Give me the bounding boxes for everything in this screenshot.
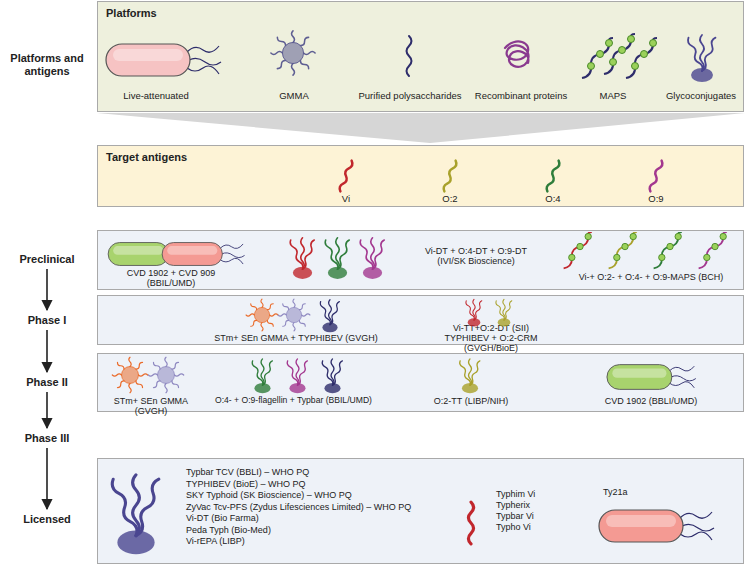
section-label: Platforms and antigens bbox=[3, 52, 91, 78]
stage-box: CVD 1902 + CVD 909 (BBIL/UMD) Vi-DT + O:4… bbox=[97, 230, 744, 290]
item-text: O:4- + O:9-flagellin + Typbar (BBIL/UMD) bbox=[191, 396, 396, 406]
item-text: O:4 bbox=[533, 194, 573, 205]
stage-arrow bbox=[46, 392, 48, 428]
item-text: O:2 bbox=[430, 194, 470, 205]
stage-box: Typbar TCV (BBLI) – WHO PQ TYPHIBEV (BioE… bbox=[97, 458, 744, 564]
item-text: MAPS bbox=[583, 91, 643, 102]
item-text: O:9 bbox=[636, 194, 676, 205]
stage-name: Phase III bbox=[3, 432, 91, 445]
stage-name: Phase I bbox=[3, 314, 91, 327]
item-text: Vi-rEPA (LIBP) bbox=[186, 536, 486, 546]
item-text: STm+ SEn GMMA (GVGH) bbox=[101, 396, 201, 417]
item-text: GMMA bbox=[254, 91, 334, 102]
item-text: Glycoconjugates bbox=[661, 91, 741, 102]
stage-name: Preclinical bbox=[3, 253, 91, 266]
platforms-box: PlatformsLive-attenuated GMMA Purified pol… bbox=[97, 1, 744, 112]
item-text: STm+ SEn GMMA + TYPHIBEV (GVGH) bbox=[206, 333, 386, 343]
stage-arrow bbox=[46, 448, 48, 509]
stage-box: STm+ SEn GMMA + TYPHIBEV (GVGH) Vi-TT+O:2… bbox=[97, 295, 744, 345]
item-text: Vi-DT (Bio Farma) bbox=[186, 513, 486, 523]
item-text: TYPHIBEV (BioE) – WHO PQ bbox=[186, 479, 486, 489]
stage-label: Phase I bbox=[3, 312, 91, 328]
item-text: Vi-DT + O:4-DT + O:9-DT (IVI/SK Bioscien… bbox=[416, 246, 536, 267]
item-text: Recombinant proteins bbox=[466, 91, 576, 102]
item-text: O:2-TT (LIBP/NIH) bbox=[421, 396, 521, 406]
antigens-box: Target antigensVi O:2 O:4 O:9 bbox=[97, 145, 744, 207]
item-text: Vi-+ O:2- + O:4- + O:9-MAPS (BCH) bbox=[571, 272, 731, 282]
item-text: TYPHIBEV + O:2-CRM (GVGH/BioE) bbox=[421, 333, 561, 354]
item-text: Typbar TCV (BBLI) – WHO PQ bbox=[186, 467, 486, 477]
item-text: SKY Typhoid (SK Bioscience) – WHO PQ bbox=[186, 490, 486, 500]
item-text: ZyVac Tcv-PFS (Zydus Lifesciences Limite… bbox=[186, 502, 486, 512]
item-text: Live-attenuated bbox=[106, 91, 206, 102]
item-text: Vi bbox=[326, 194, 366, 205]
box-heading: Target antigens bbox=[106, 151, 246, 164]
stage-label: Phase II bbox=[3, 374, 91, 390]
stage-label: Phase III bbox=[3, 430, 91, 446]
item-text: Peda Typh (Bio-Med) bbox=[186, 525, 486, 535]
stage-label: Preclinical bbox=[3, 251, 91, 267]
item-text: Typherix bbox=[496, 500, 596, 510]
stage-box: STm+ SEn GMMA (GVGH)O:4- + O:9-flagellin… bbox=[97, 353, 744, 412]
item-text: Typho Vi bbox=[496, 522, 596, 532]
item-text: Vi-TT+O:2-DT (SII) bbox=[421, 323, 561, 333]
item-text: Typhim Vi bbox=[496, 489, 596, 499]
item-text: CVD 1902 + CVD 909 (BBIL/UMD) bbox=[121, 268, 221, 289]
stage-name: Phase II bbox=[3, 376, 91, 389]
funnel-shape bbox=[97, 113, 745, 143]
stage-arrow bbox=[46, 269, 48, 310]
item-text: CVD 1902 (BBLI/UMD) bbox=[591, 396, 711, 406]
item-text: Typbar Vi bbox=[496, 511, 596, 521]
item-text: Purified polysaccharides bbox=[345, 91, 475, 102]
stage-name: Licensed bbox=[3, 513, 91, 526]
stage-label: Licensed bbox=[3, 511, 91, 527]
stage-arrow bbox=[46, 330, 48, 372]
item-text: Ty21a bbox=[603, 487, 663, 497]
box-heading: Platforms bbox=[106, 7, 226, 20]
